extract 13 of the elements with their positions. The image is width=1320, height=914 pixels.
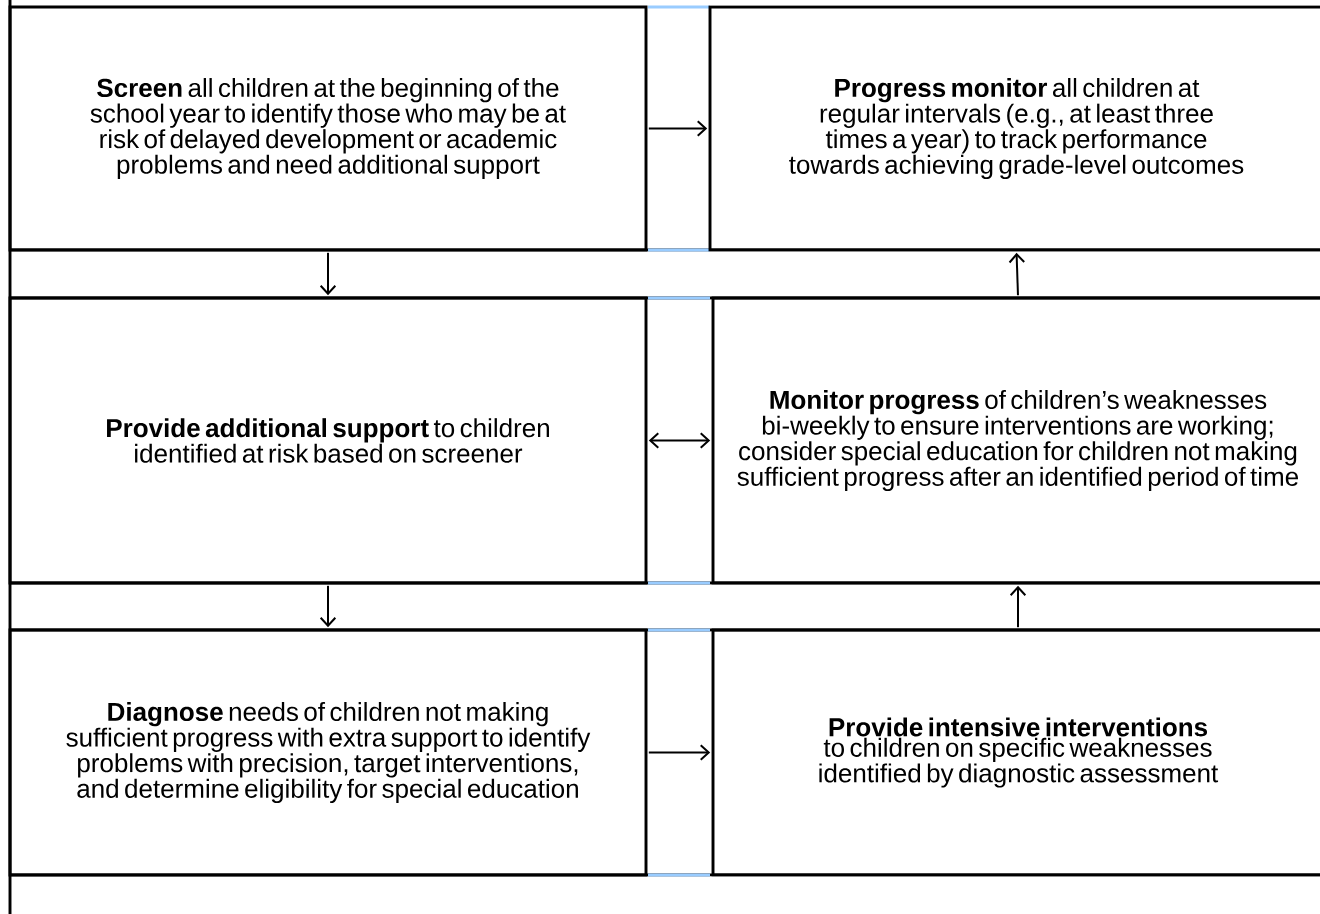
arrow bbox=[1009, 585, 1027, 629]
text-box: Progress monitor all children at regular intervals (e.g., at least three times a year) to track performance towards achieving grade-level outcomes bbox=[708, 5, 1320, 252]
arrow bbox=[319, 251, 337, 296]
text-box: Provide intensive interventions to children on specific weaknesses identified by diagnostic assessment bbox=[711, 628, 1320, 877]
arrow bbox=[648, 432, 711, 449]
text-box: Screen all children at the beginning of the school year to identify those who may be at risk of delayed development or academic problems and need additional support bbox=[8, 5, 648, 252]
text-box: Diagnose needs of children not making sufficient progress with extra support to identify problems with precision, target interventions, and determine eligibility for special education bbox=[8, 628, 648, 877]
arrow bbox=[647, 120, 708, 137]
text-box: Monitor progress of children’s weaknesses bi-weekly to ensure interventions are working; consider special education for children not making sufficient progress after an identified period of time bbox=[711, 296, 1320, 585]
arrow bbox=[647, 744, 711, 761]
arrow bbox=[1008, 252, 1026, 297]
text-box: Provide additional support to children identified at risk based on screener bbox=[8, 296, 648, 585]
arrow bbox=[319, 584, 337, 628]
